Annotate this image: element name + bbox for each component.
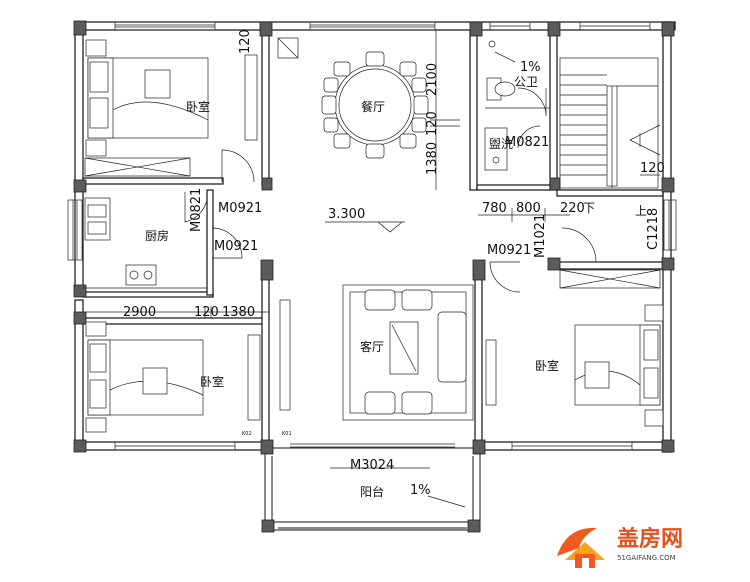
brand-url: 51GAIFANG.COM (617, 554, 676, 562)
dimension-1380-horizontal: 1380 (222, 305, 255, 320)
stair-up-label: 上 (635, 204, 647, 218)
door-code-m0921-b: M0921 (214, 239, 258, 254)
bed-right (485, 269, 664, 427)
door-code-m0921-c: M0921 (487, 243, 531, 258)
doors (184, 87, 597, 293)
room-label-bedroom-bottom-left: 卧室 (200, 374, 224, 389)
dimension-800: 800 (516, 201, 541, 216)
staircase (559, 57, 661, 189)
door-code-m0821-kitchen: M0821 (189, 188, 204, 232)
dimension-120-mid: 120 (425, 111, 440, 136)
dimension-220: 220 (560, 201, 585, 216)
dimension-120-stair: 120 (640, 161, 665, 176)
door-code-m0821-wash: M0821 (505, 135, 549, 150)
slope-toilet: 1% (520, 60, 541, 75)
dimension-1380-vertical: 1380 (425, 142, 440, 175)
brand-name: 盖房网 (617, 526, 683, 552)
window-code-k02: K02 (242, 431, 252, 437)
dimension-780: 780 (482, 201, 507, 216)
room-label-kitchen: 厨房 (145, 228, 169, 243)
dimension-lines (85, 30, 660, 508)
window-code-k01: K01 (282, 431, 292, 437)
room-label-bedroom-right: 卧室 (535, 358, 559, 373)
dining-table (277, 37, 429, 159)
room-label-bedroom-top-left: 卧室 (186, 99, 210, 114)
door-code-m0921-a: M0921 (218, 201, 262, 216)
interior-walls (82, 29, 666, 453)
door-code-m3024: M3024 (350, 458, 394, 473)
room-label-toilet: 公卫 (514, 75, 538, 89)
dimension-2100: 2100 (425, 63, 440, 96)
room-label-balcony: 阳台 (360, 484, 384, 499)
dimension-2900: 2900 (123, 305, 156, 320)
room-label-dining: 餐厅 (361, 99, 385, 114)
window-code-c1218: C1218 (646, 208, 661, 250)
kitchen-fixtures (83, 197, 207, 289)
bathroom-fixtures (484, 40, 550, 171)
structural-columns (73, 20, 675, 533)
bed-bottom-left (85, 321, 261, 433)
floor-level: 3.300 (328, 207, 365, 222)
brand-logo: 盖房网 51GAIFANG.COM (547, 516, 747, 576)
room-label-wash: 盥洗 (489, 137, 513, 151)
dimension-120-top: 120 (238, 29, 253, 54)
door-code-m1021: M1021 (533, 214, 548, 258)
house-logo-icon (557, 527, 605, 568)
windows (67, 21, 677, 451)
living-room-furniture (279, 284, 474, 421)
dimension-120-horizontal: 120 (194, 305, 219, 320)
stair-down-label: 下 (583, 201, 595, 215)
bed-top-left (84, 39, 258, 177)
room-label-living: 客厅 (360, 339, 384, 354)
slope-balcony: 1% (410, 483, 431, 498)
